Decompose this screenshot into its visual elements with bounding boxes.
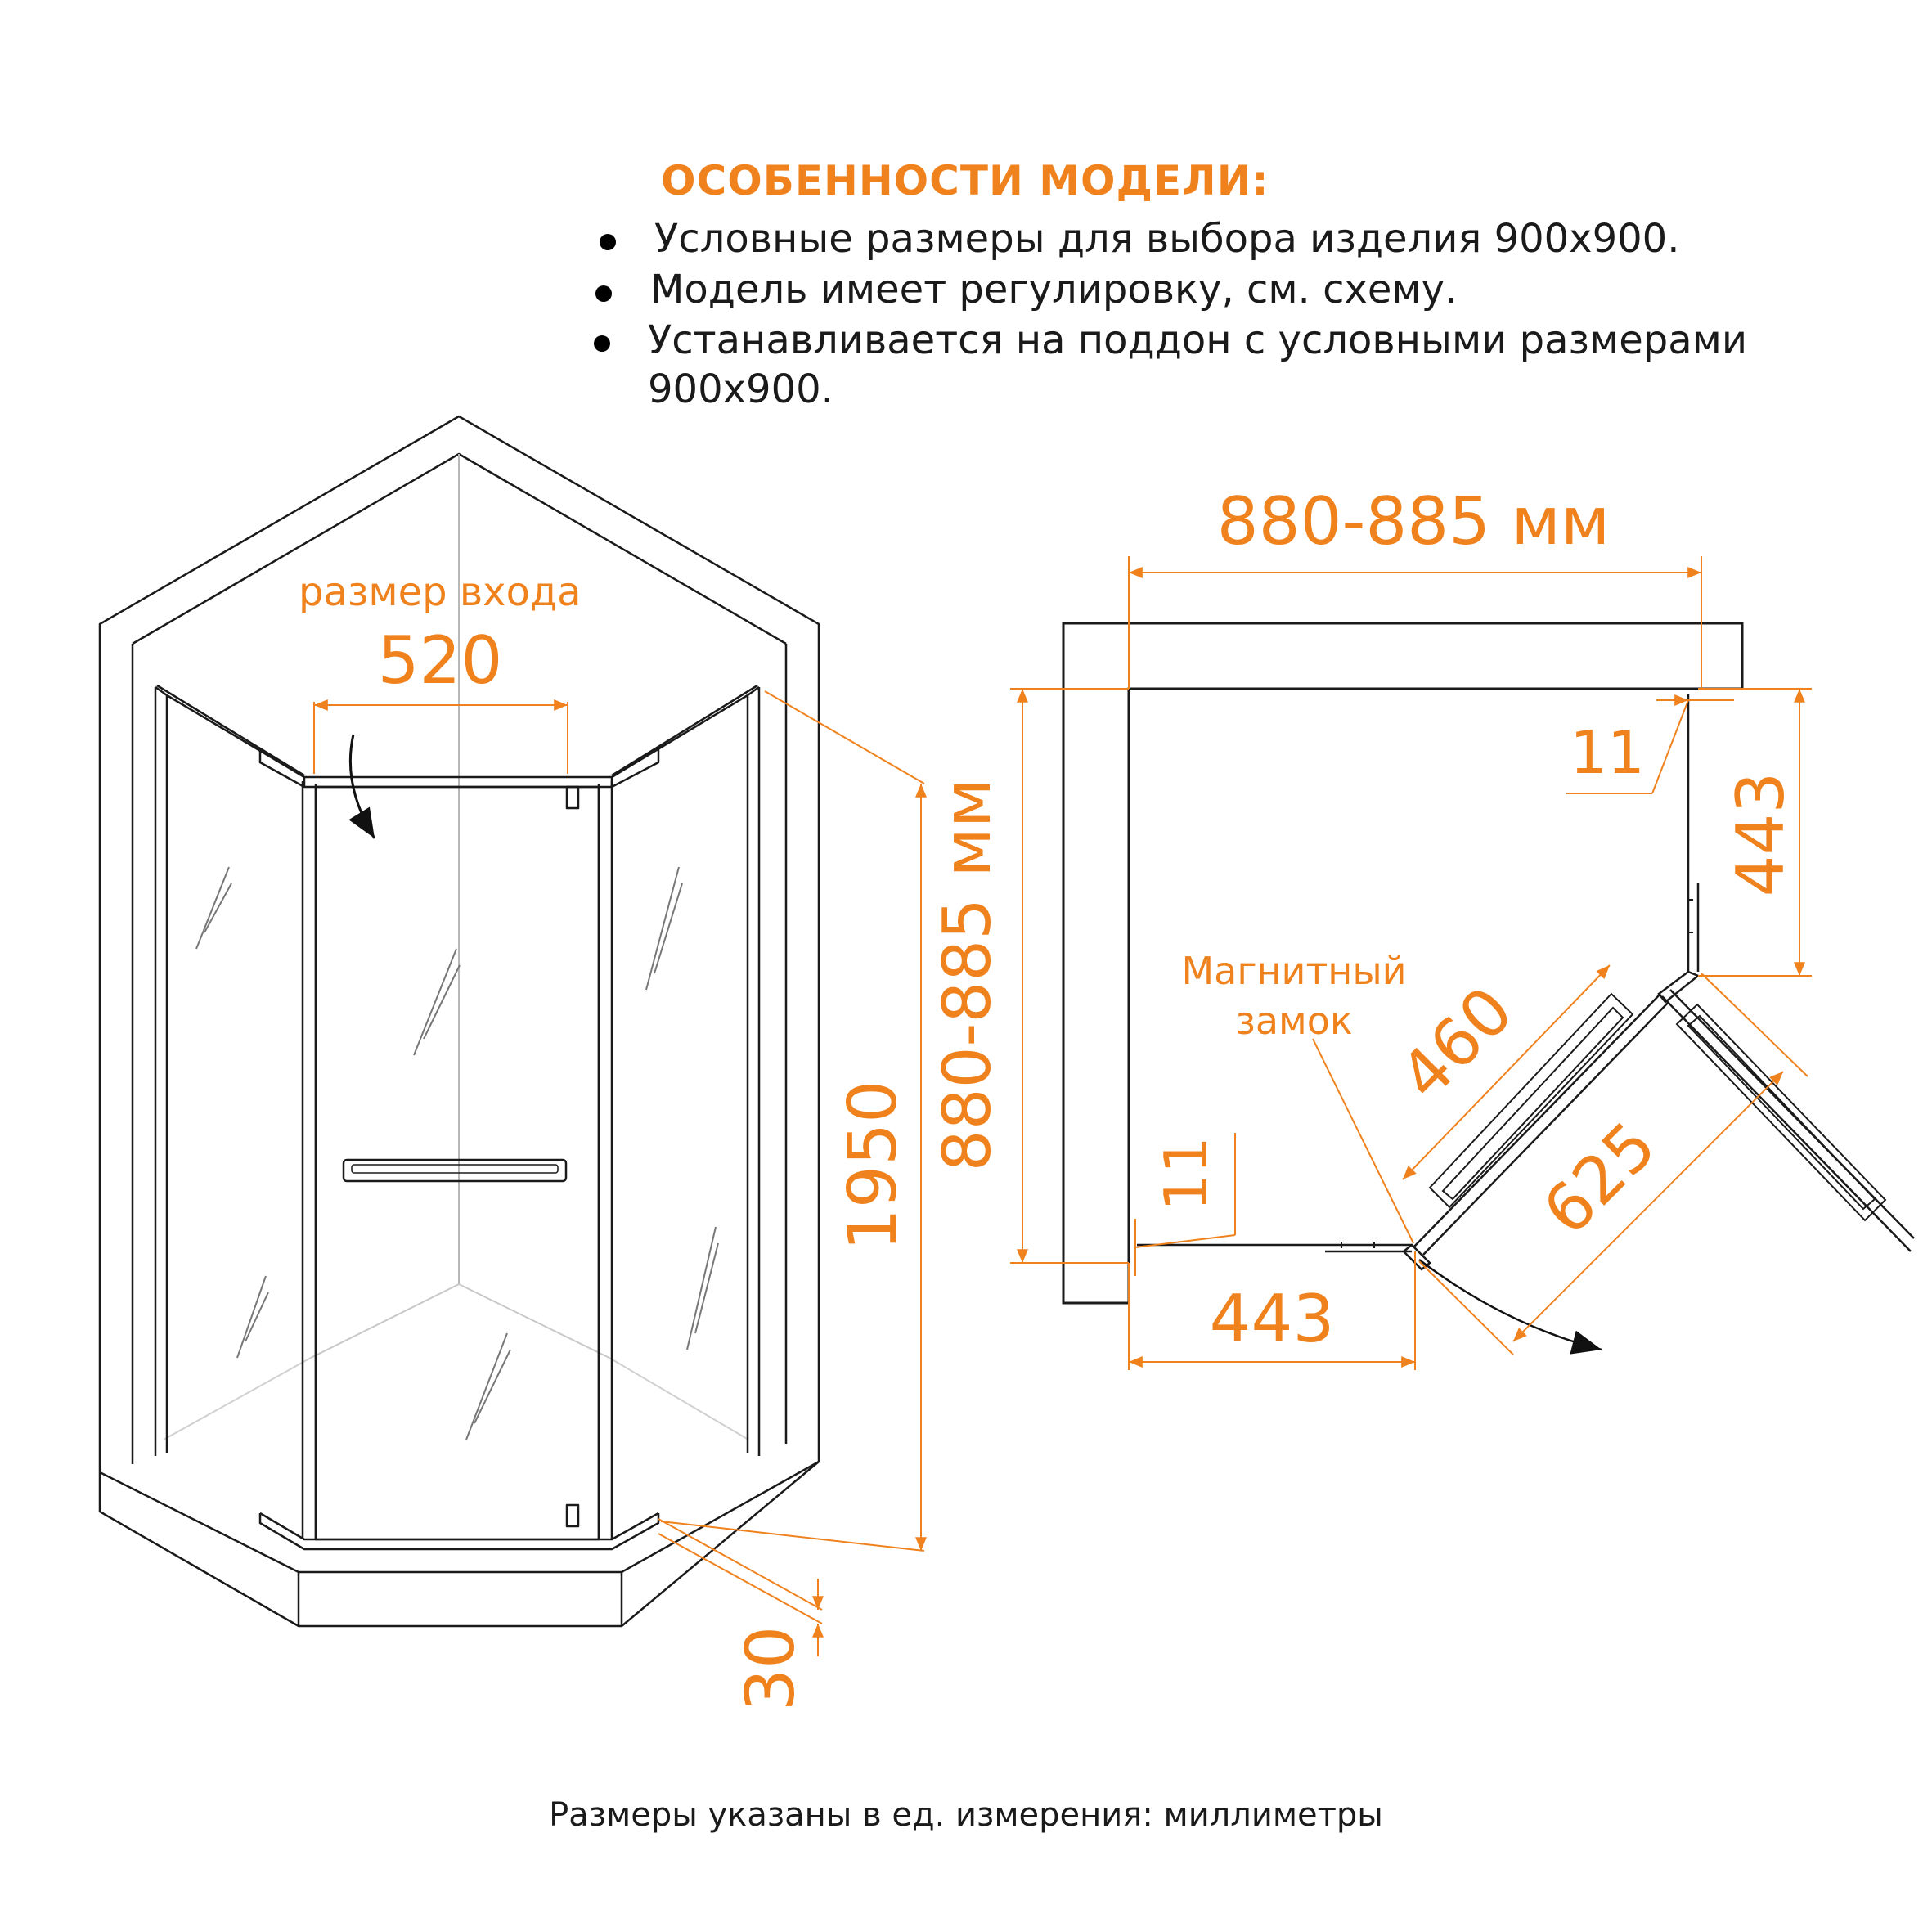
- plan-width-top-value: 880-885 мм: [1217, 483, 1610, 559]
- plan-open-door: [1661, 989, 1915, 1252]
- feature-item-2: Модель имеет регулировку, см. схему.: [650, 267, 1458, 312]
- bullet-2-icon: [595, 285, 612, 302]
- right-panel-frame: [746, 685, 761, 1456]
- floor-front: [163, 1357, 749, 1440]
- plan-swing-arc: [1418, 1259, 1602, 1355]
- plan-side-bottom-value: 443: [1210, 1281, 1335, 1357]
- plan-door-opening-value: 625: [1529, 1108, 1671, 1250]
- plan-right-panel: [1687, 694, 1700, 972]
- plan-bottom-panel: [1137, 1243, 1412, 1253]
- floor-lines: [310, 1283, 610, 1359]
- tray-top: [99, 1460, 820, 1574]
- perspective-view: [98, 415, 820, 1628]
- bottom-rail: [258, 1512, 660, 1551]
- magnetic-lock-label-line2: замок: [1235, 999, 1352, 1043]
- right-door-post: [597, 781, 613, 1539]
- features-title: ОСОБЕННОСТИ МОДЕЛИ:: [661, 157, 1269, 204]
- wall-outline: [98, 415, 820, 1628]
- entrance-label: размер входа: [299, 569, 582, 615]
- plan-hinge-marks: [1341, 899, 1693, 1248]
- bullet-1-icon: [600, 234, 616, 250]
- feature-item-3: Устанавливается на поддон с условными ра…: [648, 317, 1748, 363]
- left-panel-frame: [154, 685, 168, 1456]
- hinge-bottom: [565, 1503, 580, 1528]
- glass-reflections: [195, 866, 719, 1440]
- plan-door-panel-value: 460: [1386, 973, 1528, 1115]
- plan-bottom-fitting: [1402, 1243, 1431, 1271]
- entrance-width-value: 520: [378, 622, 503, 699]
- door-leaf: [314, 785, 600, 1541]
- footer-note: Размеры указаны в ед. измерения: миллиме…: [549, 1796, 1383, 1834]
- tray-height-value: 30: [732, 1626, 810, 1711]
- door-handle: [342, 1158, 568, 1183]
- plan-dimensions: [1010, 556, 1812, 1370]
- height-value: 1950: [834, 1081, 912, 1251]
- feature-item-1: Условные размеры для выбора изделия 900х…: [654, 216, 1680, 262]
- plan-gap-left-value: 11: [1152, 1136, 1220, 1211]
- plan-handle-open: [1675, 1003, 1887, 1222]
- door-swing-arrow-icon: [348, 734, 376, 839]
- plan-right-fitting: [1657, 970, 1701, 1004]
- hinge-top: [565, 785, 580, 810]
- left-door-post: [301, 781, 317, 1539]
- magnetic-lock-label-line1: Магнитный: [1181, 949, 1406, 993]
- feature-item-3-cont: 900х900.: [648, 366, 833, 412]
- plan-gap-top-value: 11: [1570, 718, 1645, 787]
- perspective-dimensions: [313, 690, 927, 1656]
- plan-side-right-value: 443: [1723, 772, 1799, 897]
- door-handle-inner: [351, 1164, 559, 1174]
- bullet-3-icon: [594, 335, 610, 352]
- plan-width-left-value: 880-885 мм: [929, 779, 1005, 1171]
